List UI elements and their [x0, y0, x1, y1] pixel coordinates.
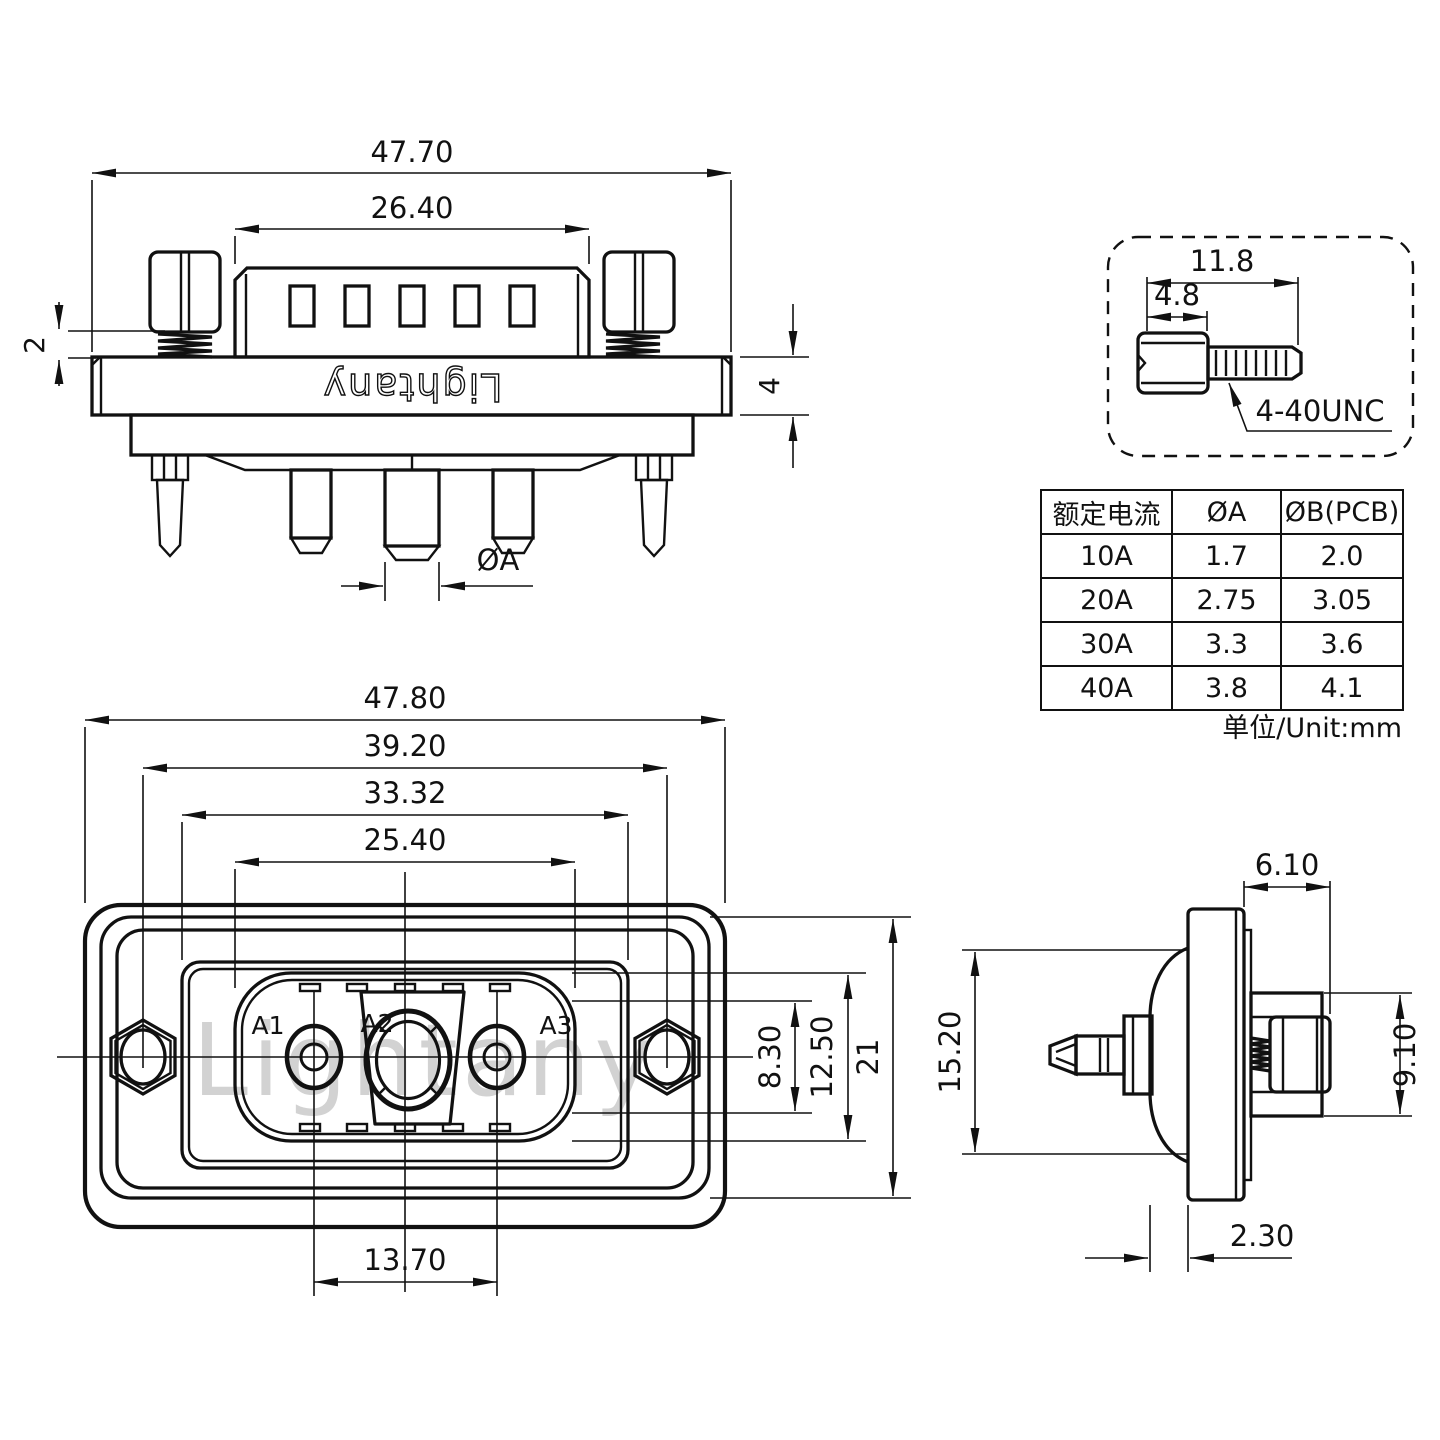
dim-front-contact-zone-height: 8.30 — [753, 1025, 787, 1090]
spring-right — [605, 332, 661, 359]
spec-header-current: 额定电流 — [1040, 489, 1173, 535]
detail-boundary-dashed-box — [1106, 235, 1415, 458]
top-rear-view: 47.70 26.40 2 4 — [18, 135, 809, 601]
dim-top-spring-gap: 2 — [18, 336, 51, 354]
spec-row-10a: 10A 1.7 2.0 — [1040, 533, 1404, 579]
dim-front-overall-width: 47.80 — [363, 681, 446, 715]
solder-pins — [150, 453, 674, 562]
contact-label-a3: A3 — [539, 1011, 572, 1040]
dim-side-boss-height: 15.20 — [933, 1010, 967, 1093]
front-view: Lightany — [57, 681, 911, 1296]
dim-side-panel-gap: 2.30 — [1230, 1219, 1295, 1253]
side-view: 6.10 15.20 9.10 2.30 — [933, 848, 1422, 1272]
spec-row-30a: 30A 3.3 3.6 — [1040, 621, 1404, 667]
spec-table: 额定电流 ØA ØB(PCB) 10A 1.7 2.0 20A 2.75 3.0… — [1040, 489, 1404, 711]
dim-front-shell-span: 33.32 — [363, 776, 446, 810]
dim-side-bracket-depth: 6.10 — [1255, 848, 1320, 882]
dim-top-pin-diameter: ØA — [477, 543, 520, 577]
dim-front-insert-span: 25.40 — [363, 823, 446, 857]
dim-side-screw-height: 9.10 — [1388, 1023, 1422, 1088]
thread-ribs — [1214, 350, 1288, 376]
spring-left — [157, 332, 213, 359]
spec-header-dia-a: ØA — [1171, 489, 1282, 535]
dim-front-mounting-span: 39.20 — [363, 729, 446, 763]
dim-top-overall-width: 47.70 — [370, 135, 453, 169]
dim-front-insert-height: 12.50 — [805, 1015, 839, 1098]
dim-top-insulator-width: 26.40 — [370, 191, 453, 225]
contact-a2 — [359, 990, 466, 1126]
spec-row-20a: 20A 2.75 3.05 — [1040, 577, 1404, 623]
watermark-text: Lightany — [192, 1002, 657, 1119]
unit-note: 单位/Unit:mm — [1222, 713, 1402, 744]
dim-screw-head-length: 4.8 — [1154, 278, 1200, 312]
dim-top-flange-thickness: 4 — [753, 377, 786, 395]
spec-header-dia-b: ØB(PCB) — [1280, 489, 1404, 535]
contact-label-a2: A2 — [360, 1009, 393, 1038]
screw-detail-view: 11.8 4.8 4-40UNC — [1106, 235, 1415, 458]
dim-front-overall-height: 21 — [851, 1039, 885, 1076]
dim-front-contact-pitch: 13.70 — [363, 1243, 446, 1277]
spec-table-header-row: 额定电流 ØA ØB(PCB) — [1040, 489, 1404, 535]
spec-row-40a: 40A 3.8 4.1 — [1040, 665, 1404, 711]
engraved-brand-text: Lightany — [322, 365, 503, 409]
contact-label-a1: A1 — [251, 1011, 284, 1040]
thread-spec-label: 4-40UNC — [1256, 394, 1385, 428]
dim-screw-total-length: 11.8 — [1190, 244, 1255, 278]
